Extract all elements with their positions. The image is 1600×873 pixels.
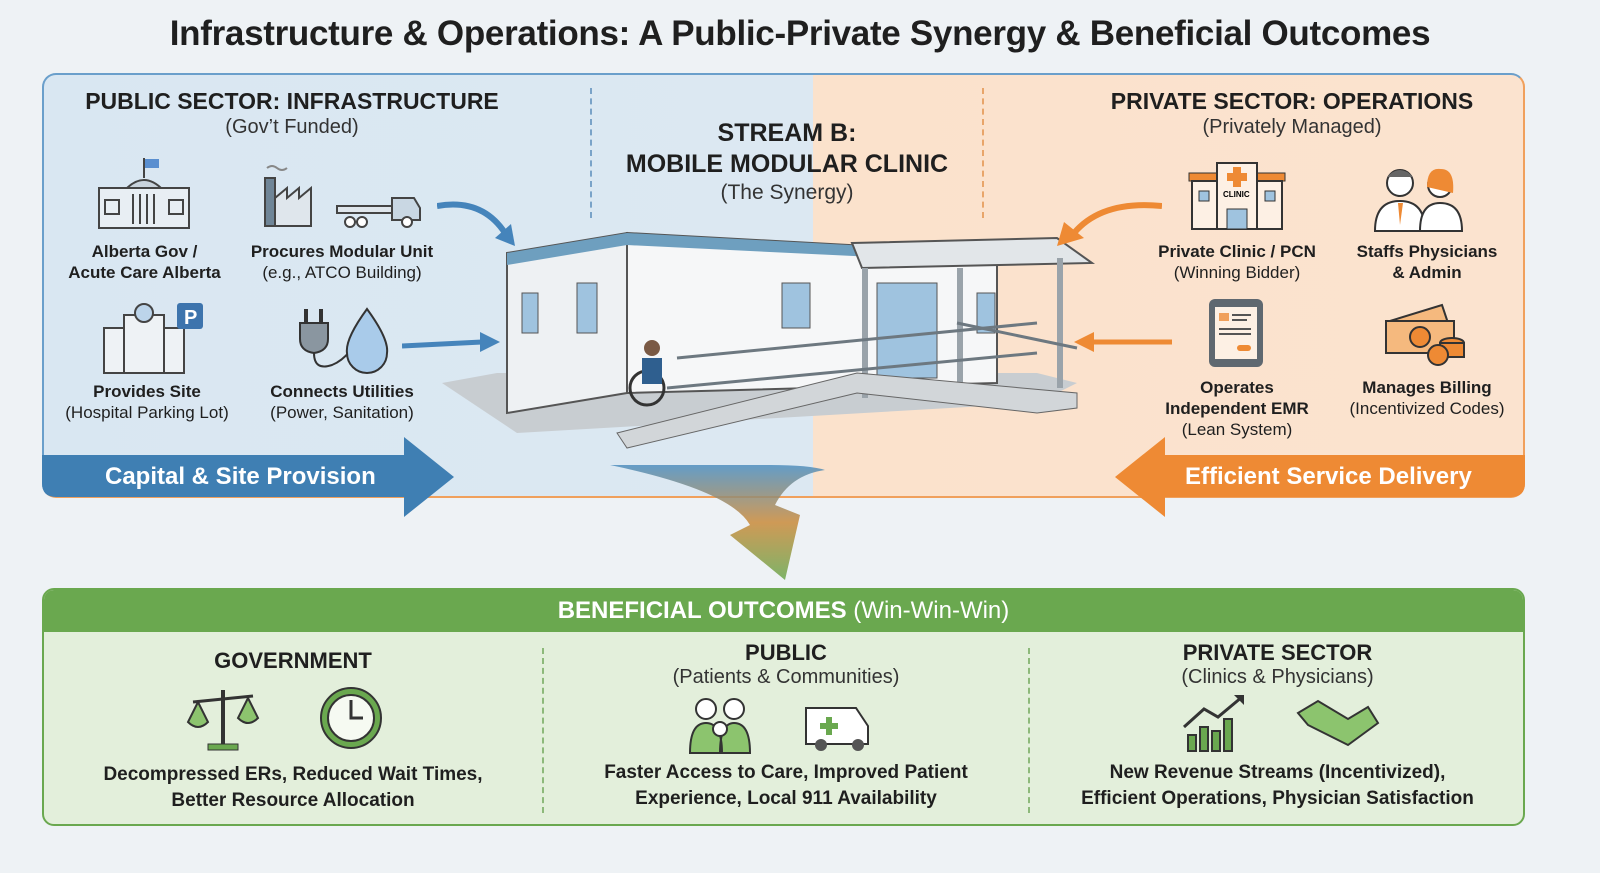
public-subheading: (Gov’t Funded) [225, 116, 359, 138]
center-heading: STREAM B:MOBILE MODULAR CLINIC [625, 119, 949, 178]
merge-arrow-down-icon [610, 465, 825, 580]
outcome-public: PUBLIC (Patients & Communities) Faster A… [604, 640, 968, 809]
divider [590, 88, 592, 218]
outcomes-panel: BENEFICIAL OUTCOMES (Win-Win-Win) GOVERN… [42, 588, 1525, 826]
public-item-site: Provides Site(Hospital Parking Lot) [65, 382, 229, 422]
money-icon [1385, 303, 1465, 366]
service-band-arrow [1115, 437, 1525, 517]
divider [542, 648, 544, 813]
svg-text:CLINIC: CLINIC [1223, 190, 1250, 199]
center-subheading: (The Synergy) [720, 181, 854, 204]
public-item-utilities: Connects Utilities(Power, Sanitation) [270, 382, 414, 422]
capital-band-arrow [42, 437, 454, 517]
hospital-parking-icon: P [103, 303, 203, 374]
outcomes-heading: BENEFICIAL OUTCOMES (Win-Win-Win) [44, 590, 1523, 632]
tablet-emr-icon [1209, 299, 1263, 367]
scale-clock-icon [186, 687, 382, 751]
public-item-procure: Procures Modular Unit(e.g., ATCO Buildin… [250, 242, 434, 282]
arrow-left-icon [1057, 202, 1162, 246]
government-building-icon [98, 158, 190, 229]
growth-handshake-icon [1182, 695, 1379, 752]
arrow-left-icon [1074, 332, 1172, 352]
factory-truck-icon [264, 165, 421, 228]
outcome-government: GOVERNMENT Decompressed ERs, Reduced Wai… [103, 648, 483, 811]
svg-text:P: P [184, 307, 197, 329]
capital-band-label: Capital & Site Provision [105, 463, 376, 490]
public-heading: PUBLIC SECTOR: INFRASTRUCTURE [85, 88, 499, 114]
family-ambulance-icon [688, 698, 869, 754]
private-item-staff: Staffs Physicians& Admin [1356, 242, 1498, 282]
divider [1028, 648, 1030, 813]
arrow-right-icon [437, 201, 515, 246]
public-item-gov: Alberta Gov /Acute Care Alberta [68, 242, 221, 282]
private-heading: PRIVATE SECTOR: OPERATIONS [1110, 88, 1474, 114]
modular-clinic-illustration [442, 231, 1096, 449]
clinic-icon: CLINIC [1188, 162, 1286, 230]
private-item-clinic: Private Clinic / PCN(Winning Bidder) [1158, 242, 1316, 282]
plug-water-icon [299, 307, 389, 374]
outcome-private: PRIVATE SECTOR (Clinics & Physicians) Ne… [1081, 640, 1474, 809]
arrow-right-icon [402, 332, 500, 352]
divider [982, 88, 984, 218]
service-band-label: Efficient Service Delivery [1185, 463, 1472, 490]
physicians-icon [1373, 168, 1464, 232]
private-subheading: (Privately Managed) [1202, 116, 1382, 138]
private-item-billing: Manages Billing(Incentivized Codes) [1349, 378, 1505, 418]
synergy-panel: PUBLIC SECTOR: INFRASTRUCTURE (Gov’t Fun… [42, 73, 1525, 498]
page-title: Infrastructure & Operations: A Public-Pr… [169, 14, 1431, 53]
